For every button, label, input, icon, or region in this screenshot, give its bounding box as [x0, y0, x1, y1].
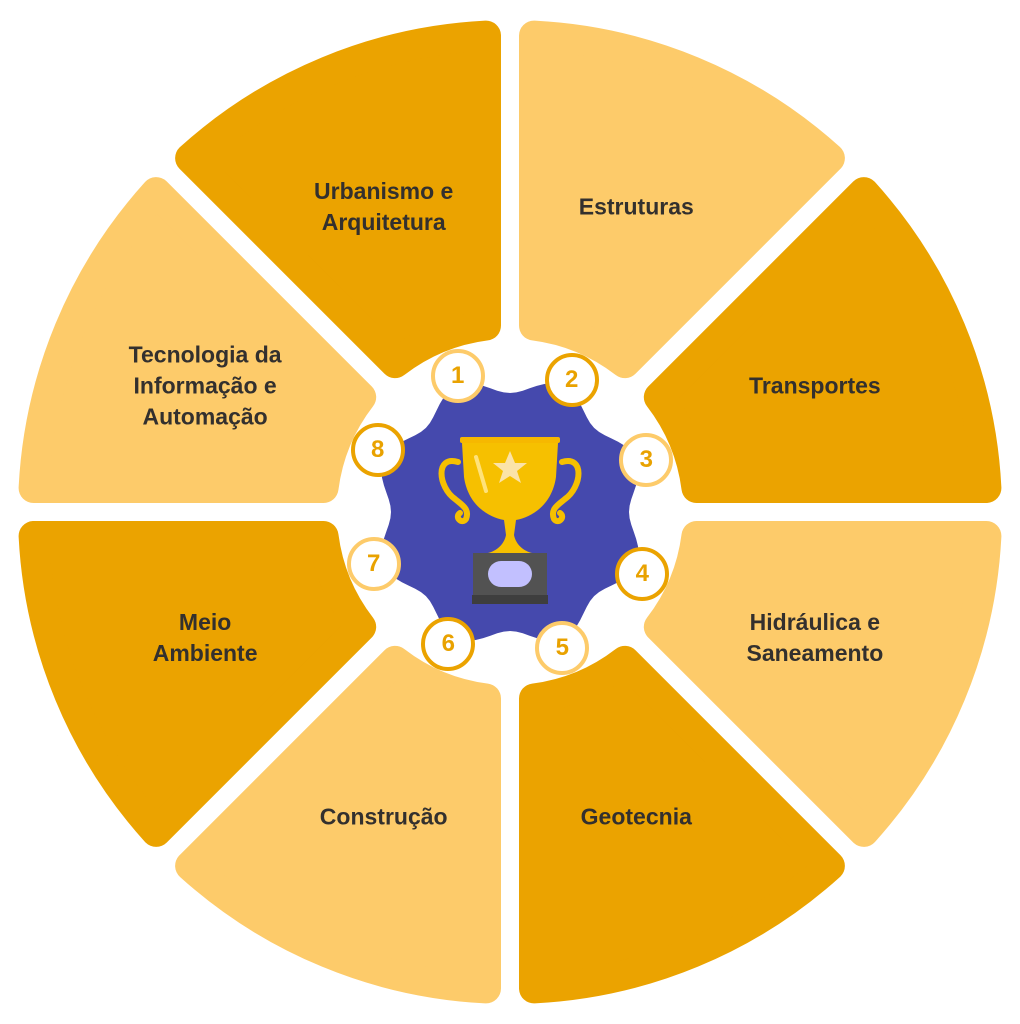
trophy-icon: [438, 437, 582, 604]
segment-label: Construção: [319, 803, 448, 830]
segment-6: [175, 645, 501, 1004]
segment-label: Hidráulica e Saneamento: [746, 609, 884, 667]
segment-number-badge: 5: [535, 621, 590, 676]
segment-number-badge: 7: [346, 537, 401, 592]
segment-label: Transportes: [749, 372, 881, 399]
segment-number-badge: 6: [421, 617, 476, 672]
segment-label: Estruturas: [578, 193, 694, 220]
segment-label: Geotecnia: [580, 803, 692, 830]
segment-label: Tecnologia da Informação e Automação: [128, 341, 282, 430]
segment-number-badge: 3: [619, 432, 674, 487]
segment-number-badge: 8: [350, 423, 405, 478]
segment-number-badge: 4: [615, 546, 670, 601]
segment-number-badge: 2: [544, 352, 599, 407]
segment-1: [175, 20, 501, 379]
segment-5: [519, 645, 845, 1004]
segment-4: [643, 521, 1002, 847]
segment-label: Meio Ambiente: [152, 609, 258, 667]
segment-2: [519, 20, 845, 379]
segment-8: [18, 177, 377, 503]
segment-7: [18, 521, 377, 847]
segment-number-badge: 1: [430, 348, 485, 403]
segment-3: [643, 177, 1002, 503]
segment-label: Urbanismo e Arquitetura: [314, 178, 454, 236]
